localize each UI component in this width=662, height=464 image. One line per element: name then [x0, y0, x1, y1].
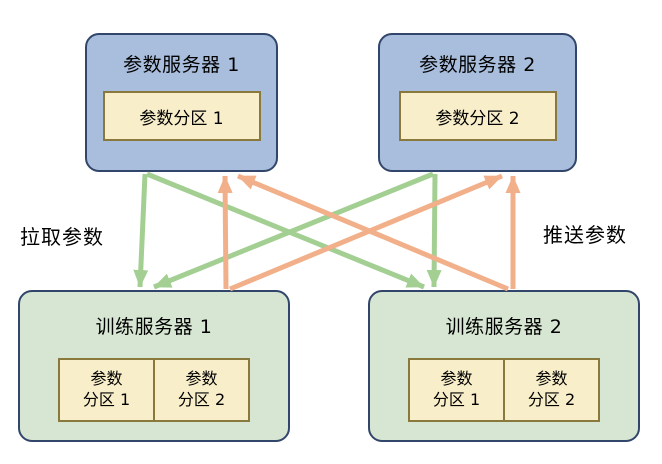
- arrow-pull-ps1-to-ts2: [146, 171, 425, 290]
- parameter-server-1-box: 参数服务器 1 参数分区 1: [85, 33, 278, 172]
- training-server-1-partitions: 参数 分区 1 参数 分区 2: [58, 358, 250, 422]
- pull-parameters-label: 拉取参数: [20, 225, 104, 249]
- arrow-push-ts2-to-ps1: [237, 173, 509, 292]
- training-server-2-partitions: 参数 分区 1 参数 分区 2: [408, 358, 600, 422]
- push-parameters-label: 推送参数: [543, 223, 627, 247]
- parameter-server-2-title: 参数服务器 2: [419, 53, 536, 76]
- arrow-push-ts1-to-ps1: [217, 175, 233, 290]
- arrow-pull-ps1-to-ts1: [133, 173, 149, 288]
- parameter-server-1-partition: 参数分区 1: [102, 91, 261, 141]
- training-server-2-title: 训练服务器 2: [445, 315, 563, 338]
- training-server-1-box: 训练服务器 1 参数 分区 1 参数 分区 2: [18, 290, 290, 442]
- training-server-2-partition-2: 参数 分区 2: [503, 358, 600, 422]
- parameter-server-2-partition: 参数分区 2: [398, 91, 557, 141]
- arrow-pull-ps2-to-ts1: [153, 171, 434, 290]
- parameter-server-2-box: 参数服务器 2 参数分区 2: [378, 33, 577, 172]
- parameter-server-1-title: 参数服务器 1: [123, 53, 240, 76]
- training-server-1-title: 训练服务器 1: [95, 315, 213, 338]
- arrow-push-ts1-to-ps2: [229, 173, 503, 292]
- training-server-1-partition-1: 参数 分区 1: [58, 358, 155, 422]
- training-server-2-partition-1: 参数 分区 1: [408, 358, 505, 422]
- training-server-1-partition-2: 参数 分区 2: [153, 358, 250, 422]
- training-server-2-box: 训练服务器 2 参数 分区 1 参数 分区 2: [368, 290, 640, 442]
- arrow-pull-ps2-to-ts2: [426, 173, 442, 288]
